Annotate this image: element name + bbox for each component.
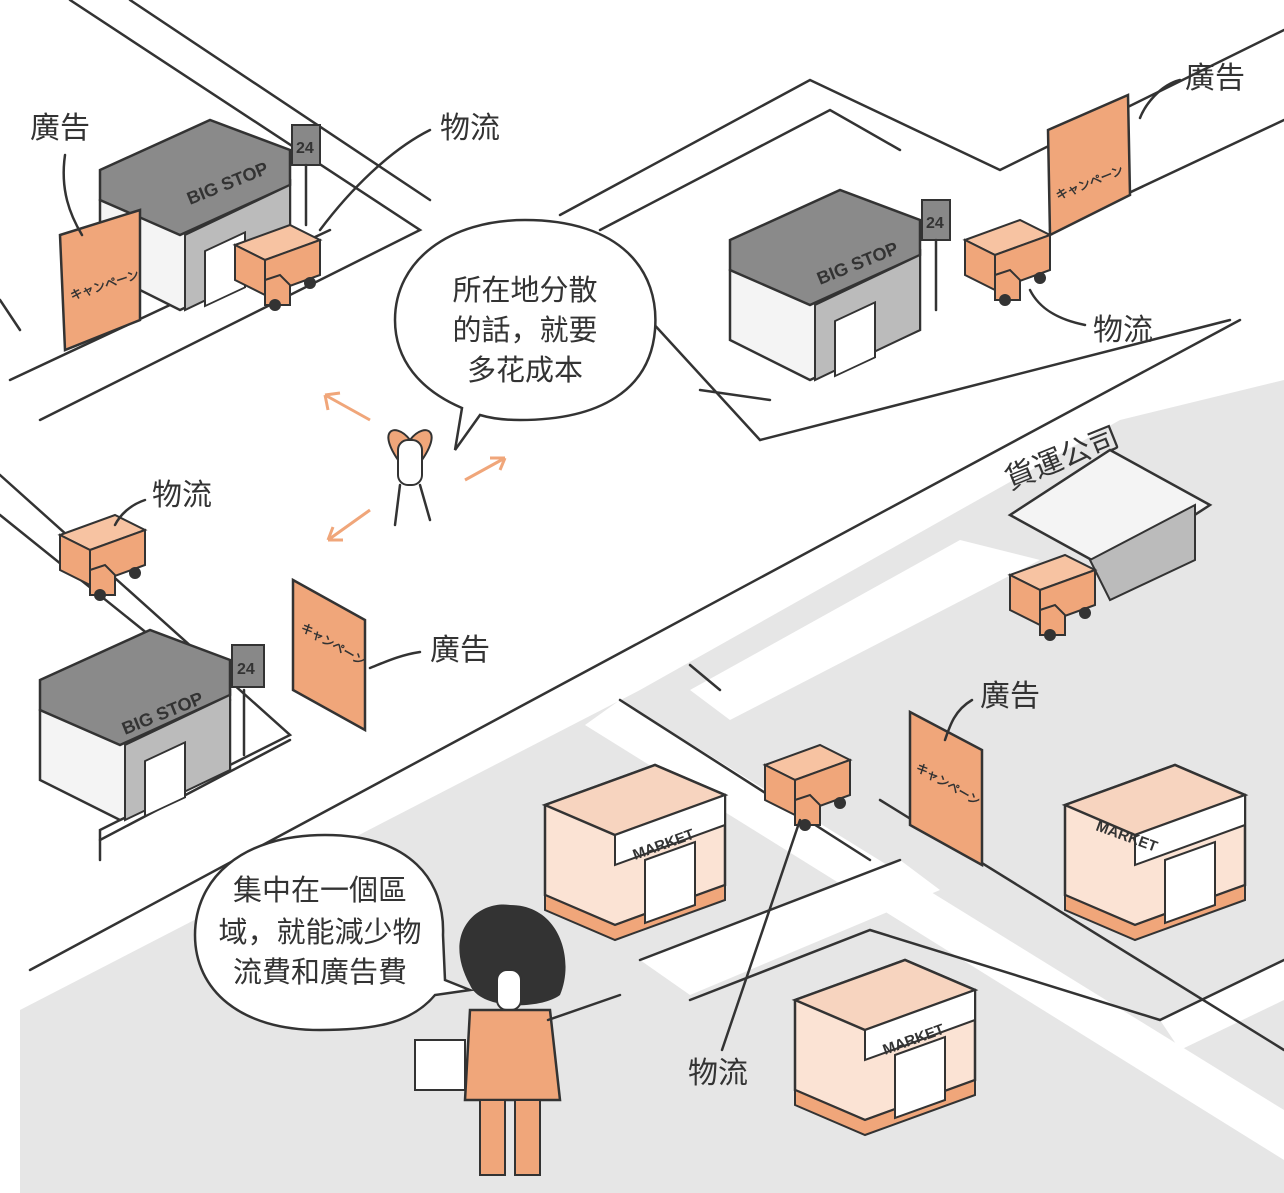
24h-sign: 24 (291, 124, 321, 227)
speech-bubble-concentrated (193, 833, 475, 1032)
label-ad: 廣告 (1185, 61, 1245, 96)
24h-sign: 24 (921, 199, 951, 312)
svg-text:24: 24 (237, 661, 255, 678)
bubble-line: 多花成本 (467, 353, 583, 387)
truck (964, 219, 1051, 307)
heart-character (387, 429, 433, 527)
district-road (585, 700, 1284, 1160)
street-line (598, 108, 902, 232)
billboard: キャンペーン (58, 208, 142, 352)
billboard: キャンペーン (908, 709, 984, 868)
label-logistics: 物流 (440, 111, 500, 146)
street-line (558, 28, 1284, 217)
bubble-line: 的話，就要 (452, 313, 597, 347)
24h-sign: 24 (231, 644, 265, 757)
businessman-character (414, 904, 622, 1176)
billboard: キャンペーン (1046, 93, 1132, 238)
bubble-line: 域，就能減少物 (218, 915, 421, 949)
bubble-line: 所在地分散 (452, 273, 597, 307)
truck (59, 514, 146, 602)
main-road-edge (758, 318, 1232, 442)
label-logistics: 物流 (152, 478, 212, 513)
district-road (640, 860, 940, 995)
billboard: キャンペーン (291, 577, 367, 733)
street-line (38, 0, 423, 422)
label-logistics: 物流 (688, 1056, 748, 1091)
main-road-edge (98, 738, 292, 842)
district-road (690, 540, 1040, 720)
district-road (1160, 960, 1284, 1050)
bubble-line: 集中在一個區 (233, 873, 407, 907)
street-line (698, 388, 772, 402)
arrows (323, 391, 507, 542)
label-ad: 廣告 (30, 111, 90, 146)
svg-text:24: 24 (296, 140, 314, 157)
label-ad: 廣告 (980, 679, 1040, 714)
speech-bubble-scattered (393, 218, 657, 451)
freight-company-building (1007, 448, 1213, 602)
street-line (128, 0, 432, 202)
label-ad: 廣告 (430, 633, 490, 668)
street-line (0, 298, 22, 332)
label-logistics: 物流 (1093, 313, 1153, 348)
svg-text:24: 24 (926, 215, 944, 232)
bubble-line: 流費和廣告費 (233, 955, 407, 989)
